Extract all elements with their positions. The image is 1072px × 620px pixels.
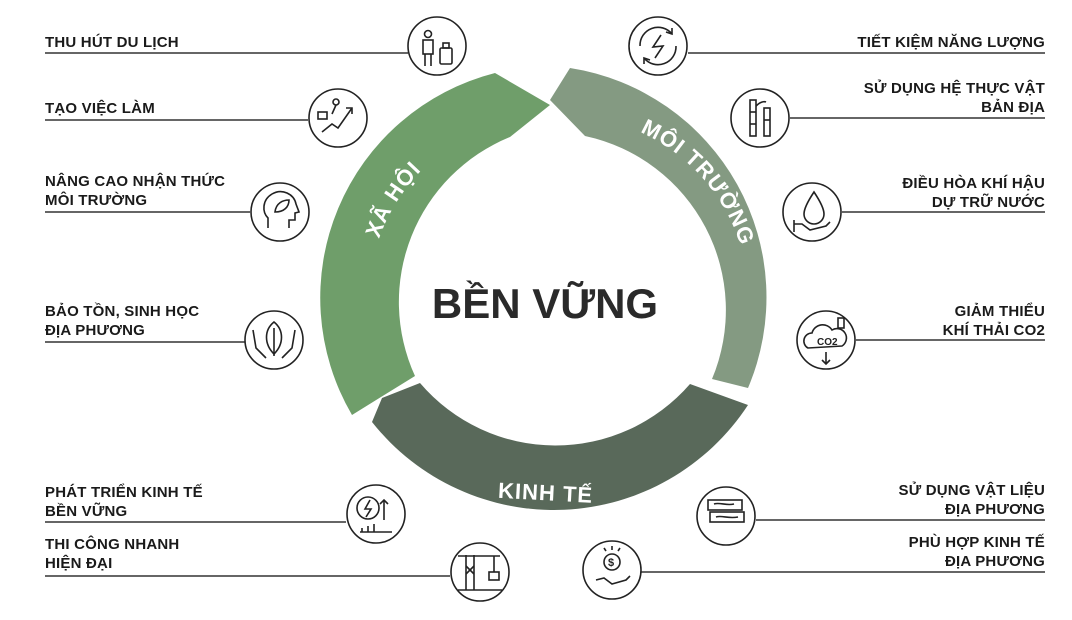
item-right-6-line-1: PHÙ HỢP KINH TẾ: [908, 534, 1045, 551]
environment-segment: [550, 68, 767, 388]
item-right-5-line-1: SỬ DỤNG VẬT LIỆU: [898, 482, 1045, 499]
money-hand-icon: [582, 540, 642, 600]
item-left-6: THI CÔNG NHANH HIỆN ĐẠI: [45, 535, 179, 573]
tourist-luggage-icon: [407, 16, 467, 76]
item-left-5-line-1: PHÁT TRIỂN KINH TẾ: [45, 484, 203, 501]
item-left-1-line-1: THU HÚT DU LỊCH: [45, 34, 179, 51]
dollar-glyph: $: [608, 557, 614, 569]
item-right-5-line-2: ĐỊA PHƯƠNG: [944, 501, 1045, 518]
item-right-5: SỬ DỤNG VẬT LIỆU ĐỊA PHƯƠNG: [899, 481, 1045, 519]
item-right-1: TIẾT KIỆM NĂNG LƯỢNG: [857, 33, 1045, 52]
right-connectors: [640, 52, 1045, 573]
item-left-5: PHÁT TRIỂN KINH TẾ BỀN VỮNG: [45, 483, 203, 521]
co2-cloud-icon: [796, 310, 856, 370]
hands-leaf-icon: [244, 310, 304, 370]
co2-glyph: CO2: [817, 337, 838, 348]
item-left-6-line-2: HIỆN ĐẠI: [45, 555, 113, 572]
item-right-6-line-2: ĐỊA PHƯƠNG: [944, 553, 1045, 570]
renewable-energy-icon: [628, 16, 688, 76]
item-right-4: GIẢM THIỂU KHÍ THẢI CO2: [943, 302, 1045, 340]
eco-mind-icon: [250, 182, 310, 242]
item-right-2: SỬ DỤNG HỆ THỰC VẬT BẢN ĐỊA: [864, 79, 1045, 117]
left-connectors: [45, 52, 450, 577]
item-left-5-line-2: BỀN VỮNG: [45, 503, 128, 520]
item-left-3-line-2: MÔI TRƯỜNG: [45, 192, 148, 209]
economy-label: KINH TẾ: [498, 478, 594, 508]
economy-segment: [372, 383, 748, 510]
item-right-3: ĐIỀU HÒA KHÍ HẬU DỰ TRỮ NƯỚC: [902, 174, 1045, 212]
item-right-1-line-1: TIẾT KIỆM NĂNG LƯỢNG: [857, 34, 1045, 51]
item-left-1: THU HÚT DU LỊCH: [45, 33, 179, 52]
item-left-4-line-2: ĐỊA PHƯƠNG: [45, 322, 146, 339]
item-right-4-line-2: KHÍ THẢI CO2: [942, 322, 1045, 339]
bamboo-icon: [730, 88, 790, 148]
water-drop-hand-icon: [782, 182, 842, 242]
item-left-2: TẠO VIỆC LÀM: [45, 99, 155, 118]
item-right-2-line-1: SỬ DỤNG HỆ THỰC VẬT: [863, 80, 1045, 97]
item-left-3: NÂNG CAO NHẬN THỨC MÔI TRƯỜNG: [45, 172, 225, 210]
social-segment: [320, 73, 550, 415]
center-title: BỀN VỮNG: [432, 279, 658, 327]
item-right-6: PHÙ HỢP KINH TẾ ĐỊA PHƯƠNG: [909, 533, 1045, 571]
crane-icon: [450, 542, 510, 602]
item-left-6-line-1: THI CÔNG NHANH: [45, 536, 180, 553]
item-right-3-line-1: ĐIỀU HÒA KHÍ HẬU: [902, 175, 1045, 192]
item-right-4-line-1: GIẢM THIỂU: [954, 303, 1045, 320]
energy-growth-icon: [346, 484, 406, 544]
item-right-3-line-2: DỰ TRỮ NƯỚC: [931, 194, 1045, 211]
item-left-4: BẢO TỒN, SINH HỌC ĐỊA PHƯƠNG: [45, 302, 199, 340]
item-left-2-line-1: TẠO VIỆC LÀM: [45, 100, 155, 117]
career-growth-icon: [308, 88, 368, 148]
item-left-3-line-1: NÂNG CAO NHẬN THỨC: [45, 173, 226, 190]
item-left-4-line-1: BẢO TỒN, SINH HỌC: [45, 303, 200, 320]
wood-material-icon: [696, 486, 756, 546]
item-right-2-line-2: BẢN ĐỊA: [981, 99, 1045, 116]
